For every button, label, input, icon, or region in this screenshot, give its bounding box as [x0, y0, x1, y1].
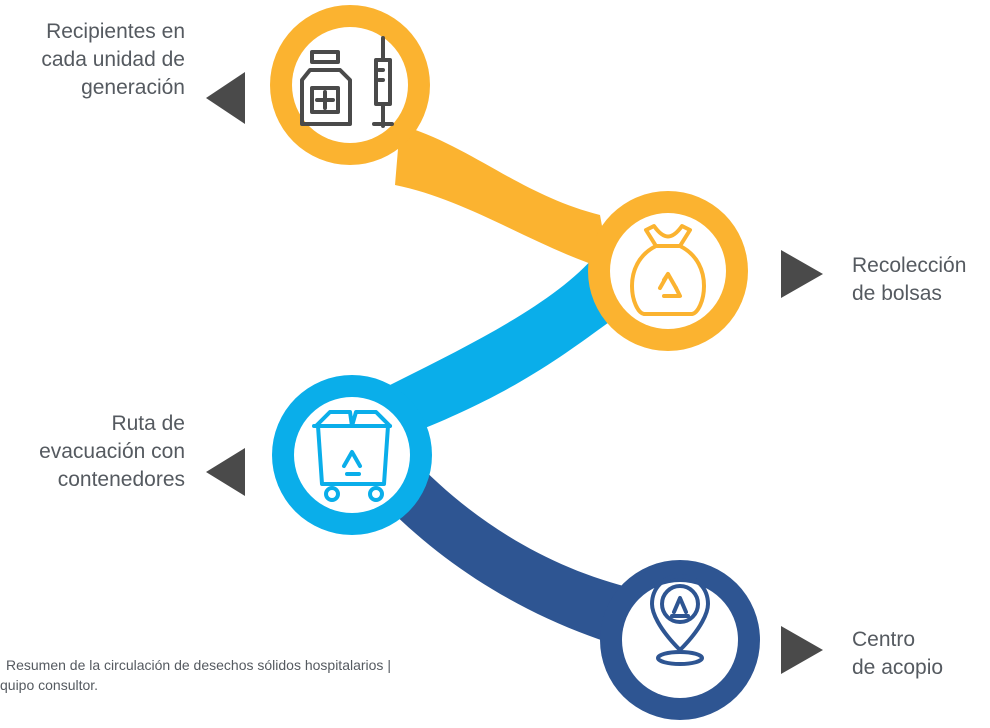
arrow-right-2 — [781, 250, 823, 298]
step-3-label: Ruta de evacuación con contenedores — [39, 410, 185, 494]
recycle-location-pin-icon — [650, 574, 710, 666]
step-1-label-line-1: Recipientes en — [46, 20, 185, 43]
recycle-container-icon — [312, 410, 392, 502]
medicine-bottle-syringe-icon — [300, 36, 394, 128]
arrow-right-4 — [781, 626, 823, 674]
figure-caption: Resumen de la circulación de desechos só… — [0, 655, 520, 695]
caption-line-1: Resumen de la circulación de desechos só… — [6, 657, 391, 673]
step-4-label-line-1: Centro — [852, 628, 916, 651]
caption-line-2: quipo consultor. — [0, 677, 99, 693]
connector-1-2 — [395, 125, 610, 270]
step-4-inner — [622, 582, 738, 698]
arrow-left-1 — [206, 72, 245, 124]
step-1-label-line-2: cada unidad de — [41, 48, 185, 71]
step-3-label-line-1: Ruta de — [111, 412, 185, 435]
connector-3-4 — [385, 455, 640, 650]
step-2-label: Recolección de bolsas — [852, 252, 966, 308]
step-1-label-line-3: generación — [81, 76, 185, 99]
connector-2-3 — [390, 250, 612, 430]
step-2-inner — [610, 213, 726, 329]
arrow-left-3 — [206, 448, 245, 496]
step-4-label-line-2: de acopio — [852, 656, 944, 679]
step-2-node — [588, 191, 748, 351]
step-4-label: Centro de acopio — [852, 626, 943, 682]
step-3-label-line-2: evacuación con — [39, 440, 185, 463]
step-2-label-line-1: Recolección — [852, 254, 967, 277]
step-4-node — [600, 560, 760, 720]
step-2-label-line-2: de bolsas — [852, 282, 942, 305]
step-1-label: Recipientes en cada unidad de generación — [41, 18, 185, 102]
step-3-label-line-3: contenedores — [57, 468, 185, 491]
recycle-bag-icon — [630, 224, 706, 316]
